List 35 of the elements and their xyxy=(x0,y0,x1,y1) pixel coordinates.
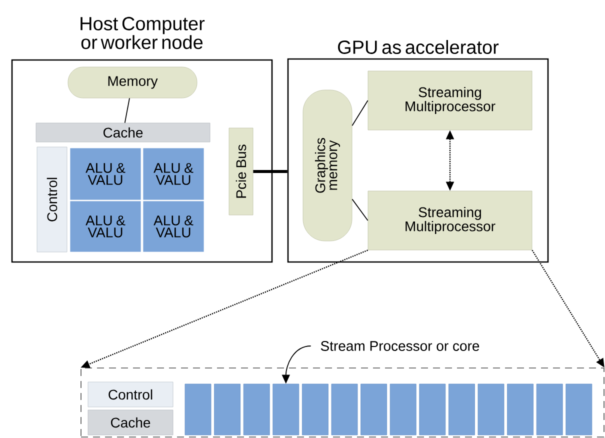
core-bar xyxy=(536,384,563,436)
connector-line xyxy=(352,198,368,221)
core-bar xyxy=(184,384,212,436)
cache-bar: Cache xyxy=(36,122,210,142)
core-bar xyxy=(243,384,270,436)
alu-box: ALU & VALU xyxy=(70,200,142,252)
processor-box: Pcie Bus xyxy=(228,128,254,216)
connector-line xyxy=(253,170,288,173)
core-bar xyxy=(448,384,475,436)
cache-bar: Cache xyxy=(88,410,174,436)
heading: GPU as accelerator xyxy=(338,40,499,54)
connector-line xyxy=(352,100,368,126)
core-bar xyxy=(360,384,387,436)
memory-pill: Memory xyxy=(68,66,198,98)
core-bar xyxy=(302,384,328,436)
core-bar xyxy=(419,384,446,436)
processor-box: Streaming Multiprocessor xyxy=(368,190,532,250)
memory-pill: Graphics memory xyxy=(302,90,352,242)
alu-box: ALU & VALU xyxy=(142,200,204,252)
alu-box: ALU & VALU xyxy=(142,148,204,200)
dashed-box xyxy=(80,368,604,438)
heading: Host Computer or worker node xyxy=(80,16,205,50)
callout-text: Stream Processor or core xyxy=(320,341,480,351)
core-bar xyxy=(331,384,358,436)
alu-box: ALU & VALU xyxy=(70,148,142,200)
control-box: Control xyxy=(88,382,174,408)
core-bar xyxy=(478,384,504,436)
core-bar xyxy=(272,384,300,436)
control-box: Control xyxy=(36,146,68,252)
core-bar xyxy=(566,384,592,436)
processor-box: Streaming Multiprocessor xyxy=(368,70,532,130)
core-bar xyxy=(390,384,416,436)
core-bar xyxy=(214,384,240,436)
core-bar xyxy=(507,384,534,436)
connector-line xyxy=(124,98,130,124)
